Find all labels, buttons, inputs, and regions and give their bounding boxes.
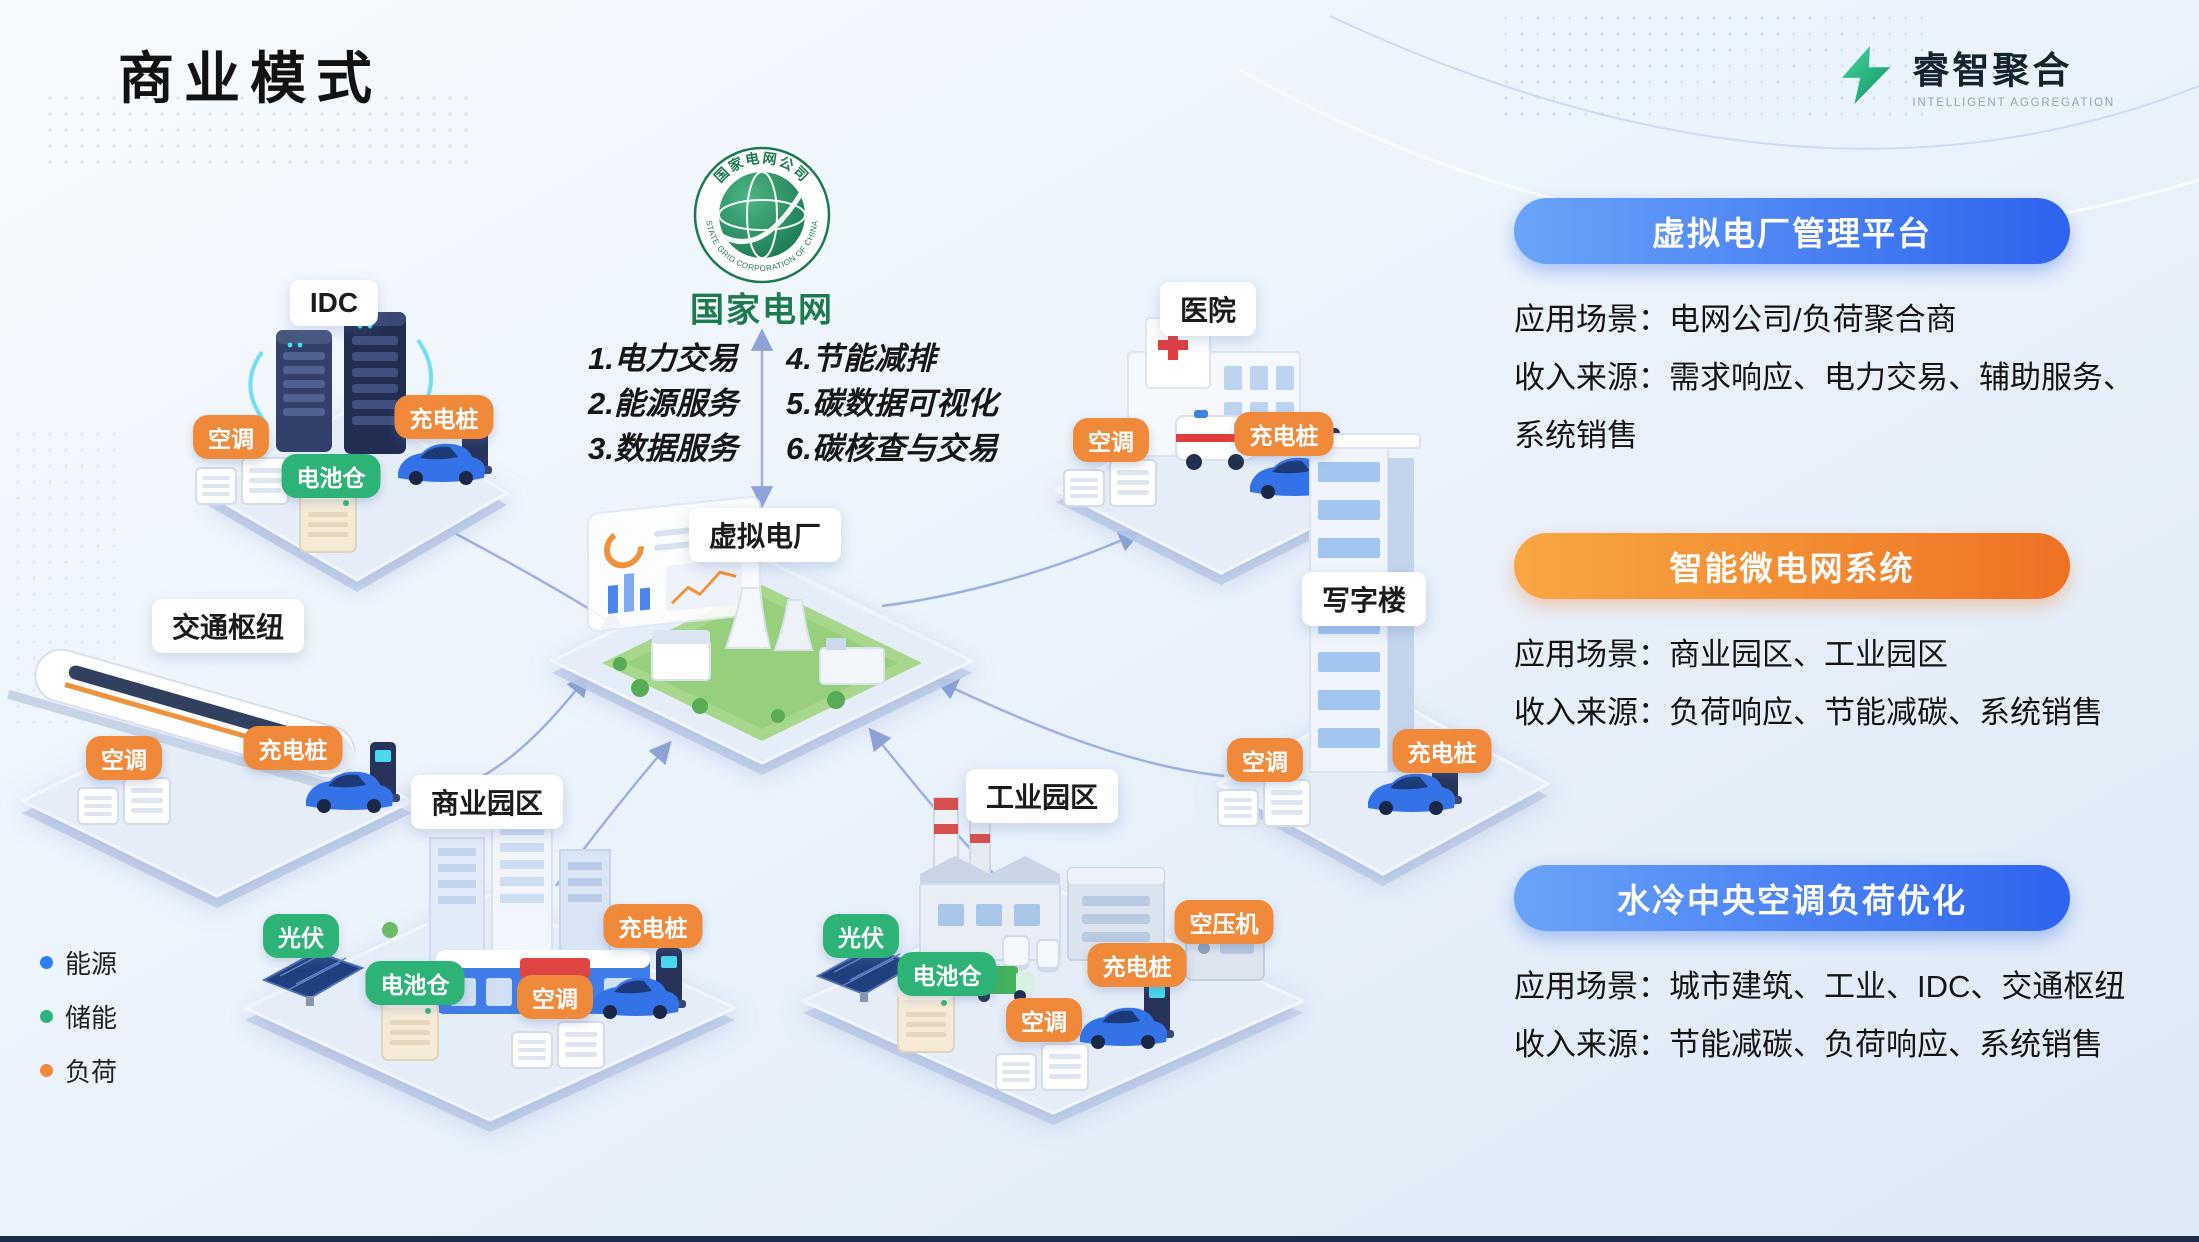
scene-value: 商业园区、工业园区 — [1669, 637, 1948, 672]
node-label-idc: IDC — [289, 280, 379, 326]
tag-charging-pile: 充电桩 — [1087, 943, 1187, 987]
brand-logo: 睿智聚合 INTELLIGENT AGGREGATION — [1836, 40, 2115, 109]
service-item: 6.碳核查与交易 — [786, 431, 998, 466]
tag-charging-pile: 充电桩 — [1234, 412, 1334, 456]
legend-item-storage: 储能 — [40, 998, 117, 1035]
tag-air-conditioner: 空调 — [1073, 418, 1149, 462]
tag-charging-pile: 充电桩 — [1392, 729, 1492, 773]
legend-dot-load — [40, 1064, 53, 1077]
legend-label-load: 负荷 — [65, 1057, 118, 1087]
panel-scene-line: 应用场景：城市建筑、工业、IDC、交通枢纽 — [1514, 958, 2162, 1016]
grid-services-right: 4.节能减排 5.碳数据可视化 6.碳核查与交易 — [786, 336, 998, 471]
brand-tagline: INTELLIGENT AGGREGATION — [1912, 97, 2115, 109]
globe-icon — [718, 171, 806, 259]
scene-label: 应用场景： — [1514, 969, 1669, 1004]
tag-solar-pv: 光伏 — [263, 914, 339, 958]
red-cross-icon — [1158, 330, 1188, 360]
panel-smart-microgrid: 智能微电网系统 应用场景：商业园区、工业园区 收入来源：负荷响应、节能减碳、系统… — [1514, 533, 2162, 742]
legend: 能源 储能 负荷 — [40, 944, 117, 1089]
brand-name: 睿智聚合 — [1912, 50, 2073, 91]
grid-services-left: 1.电力交易 2.能源服务 3.数据服务 — [588, 336, 738, 471]
scene-label: 应用场景： — [1514, 302, 1669, 337]
tag-charging-pile: 充电桩 — [394, 395, 494, 439]
scene-value: 城市建筑、工业、IDC、交通枢纽 — [1669, 969, 2126, 1004]
panel-revenue-line: 收入来源：需求响应、电力交易、辅助服务、系统销售 — [1514, 349, 2162, 465]
legend-label-energy: 能源 — [65, 949, 118, 979]
revenue-label: 收入来源： — [1514, 1027, 1669, 1062]
tag-battery-cabinet: 电池仓 — [897, 952, 997, 996]
tag-charging-pile: 充电桩 — [243, 726, 343, 770]
legend-dot-storage — [40, 1010, 53, 1023]
idc-illustration — [195, 312, 492, 553]
legend-item-energy: 能源 — [40, 944, 117, 981]
industrial-park-illustration — [817, 797, 1265, 1091]
panel-ac-load-optimization: 水冷中央空调负荷优化 应用场景：城市建筑、工业、IDC、交通枢纽 收入来源：节能… — [1514, 865, 2162, 1074]
panel-revenue-line: 收入来源：负荷响应、节能减碳、系统销售 — [1514, 684, 2162, 742]
brand-text: 睿智聚合 INTELLIGENT AGGREGATION — [1912, 40, 2115, 109]
brand-logo-icon — [1842, 45, 1891, 104]
state-grid-logo: 国家电网公司 STATE GRID CORPORATION OF CHINA — [693, 146, 831, 284]
node-label-hospital: 医院 — [1159, 282, 1257, 336]
service-item: 2.能源服务 — [588, 386, 738, 421]
vpp-dashboard-screen — [587, 495, 761, 633]
panel-title-pill: 水冷中央空调负荷优化 — [1514, 865, 2070, 931]
revenue-value: 需求响应、电力交易、辅助服务、系统销售 — [1514, 360, 2134, 453]
tag-air-conditioner: 空调 — [1006, 998, 1082, 1042]
tag-battery-cabinet: 电池仓 — [365, 961, 465, 1005]
state-grid-name: 国家电网 — [690, 291, 834, 330]
tag-charging-pile: 充电桩 — [603, 904, 703, 948]
panel-title-pill: 智能微电网系统 — [1514, 533, 2070, 599]
scene-label: 应用场景： — [1514, 637, 1669, 672]
node-label-virtual-power-plant: 虚拟电厂 — [688, 508, 842, 562]
service-item: 4.节能减排 — [786, 341, 936, 376]
bottom-bar — [0, 1236, 2199, 1242]
service-item: 5.碳数据可视化 — [786, 386, 998, 421]
revenue-value: 节能减碳、负荷响应、系统销售 — [1669, 1027, 2103, 1062]
tag-air-conditioner: 空调 — [517, 975, 593, 1019]
vpp-illustration — [587, 495, 885, 723]
panel-scene-line: 应用场景：电网公司/负荷聚合商 — [1514, 291, 2162, 349]
panel-title-pill: 虚拟电厂管理平台 — [1514, 198, 2070, 264]
panel-revenue-line: 收入来源：节能减碳、负荷响应、系统销售 — [1514, 1016, 2162, 1074]
revenue-label: 收入来源： — [1514, 360, 1669, 395]
legend-item-load: 负荷 — [40, 1052, 117, 1089]
service-item: 3.数据服务 — [588, 431, 738, 466]
node-label-commercial-park: 商业园区 — [410, 775, 564, 829]
legend-label-storage: 储能 — [65, 1003, 118, 1033]
panel-vpp-management-platform: 虚拟电厂管理平台 应用场景：电网公司/负荷聚合商 收入来源：需求响应、电力交易、… — [1514, 198, 2162, 465]
tag-air-conditioner: 空调 — [1227, 738, 1303, 782]
tag-solar-pv: 光伏 — [823, 914, 899, 958]
page-title: 商业模式 — [118, 49, 382, 111]
tag-battery-cabinet: 电池仓 — [281, 454, 381, 498]
tag-air-compressor: 空压机 — [1174, 900, 1274, 944]
node-label-industrial-park: 工业园区 — [965, 769, 1119, 823]
node-label-transport-hub: 交通枢纽 — [151, 599, 305, 653]
legend-dot-energy — [40, 956, 53, 969]
scene-value: 电网公司/负荷聚合商 — [1669, 302, 1957, 337]
panel-scene-line: 应用场景：商业园区、工业园区 — [1514, 626, 2162, 684]
tag-air-conditioner: 空调 — [193, 415, 269, 459]
node-label-office-building: 写字楼 — [1301, 572, 1427, 626]
revenue-label: 收入来源： — [1514, 695, 1669, 730]
service-item: 1.电力交易 — [588, 341, 738, 376]
tag-air-conditioner: 空调 — [86, 736, 162, 780]
revenue-value: 负荷响应、节能减碳、系统销售 — [1669, 695, 2103, 730]
